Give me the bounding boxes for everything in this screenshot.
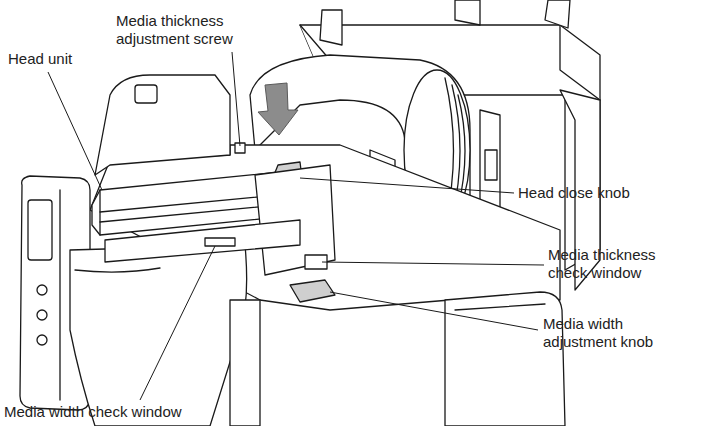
callout-label: Media thickness check window <box>548 246 688 282</box>
callout-label: Media width check window <box>4 403 182 421</box>
callout-label: Head unit <box>8 50 72 68</box>
callout-label: Media thickness adjustment screw <box>116 12 256 48</box>
callout-label: Head close knob <box>518 184 630 202</box>
callout-label: Media width adjustment knob <box>543 315 683 351</box>
